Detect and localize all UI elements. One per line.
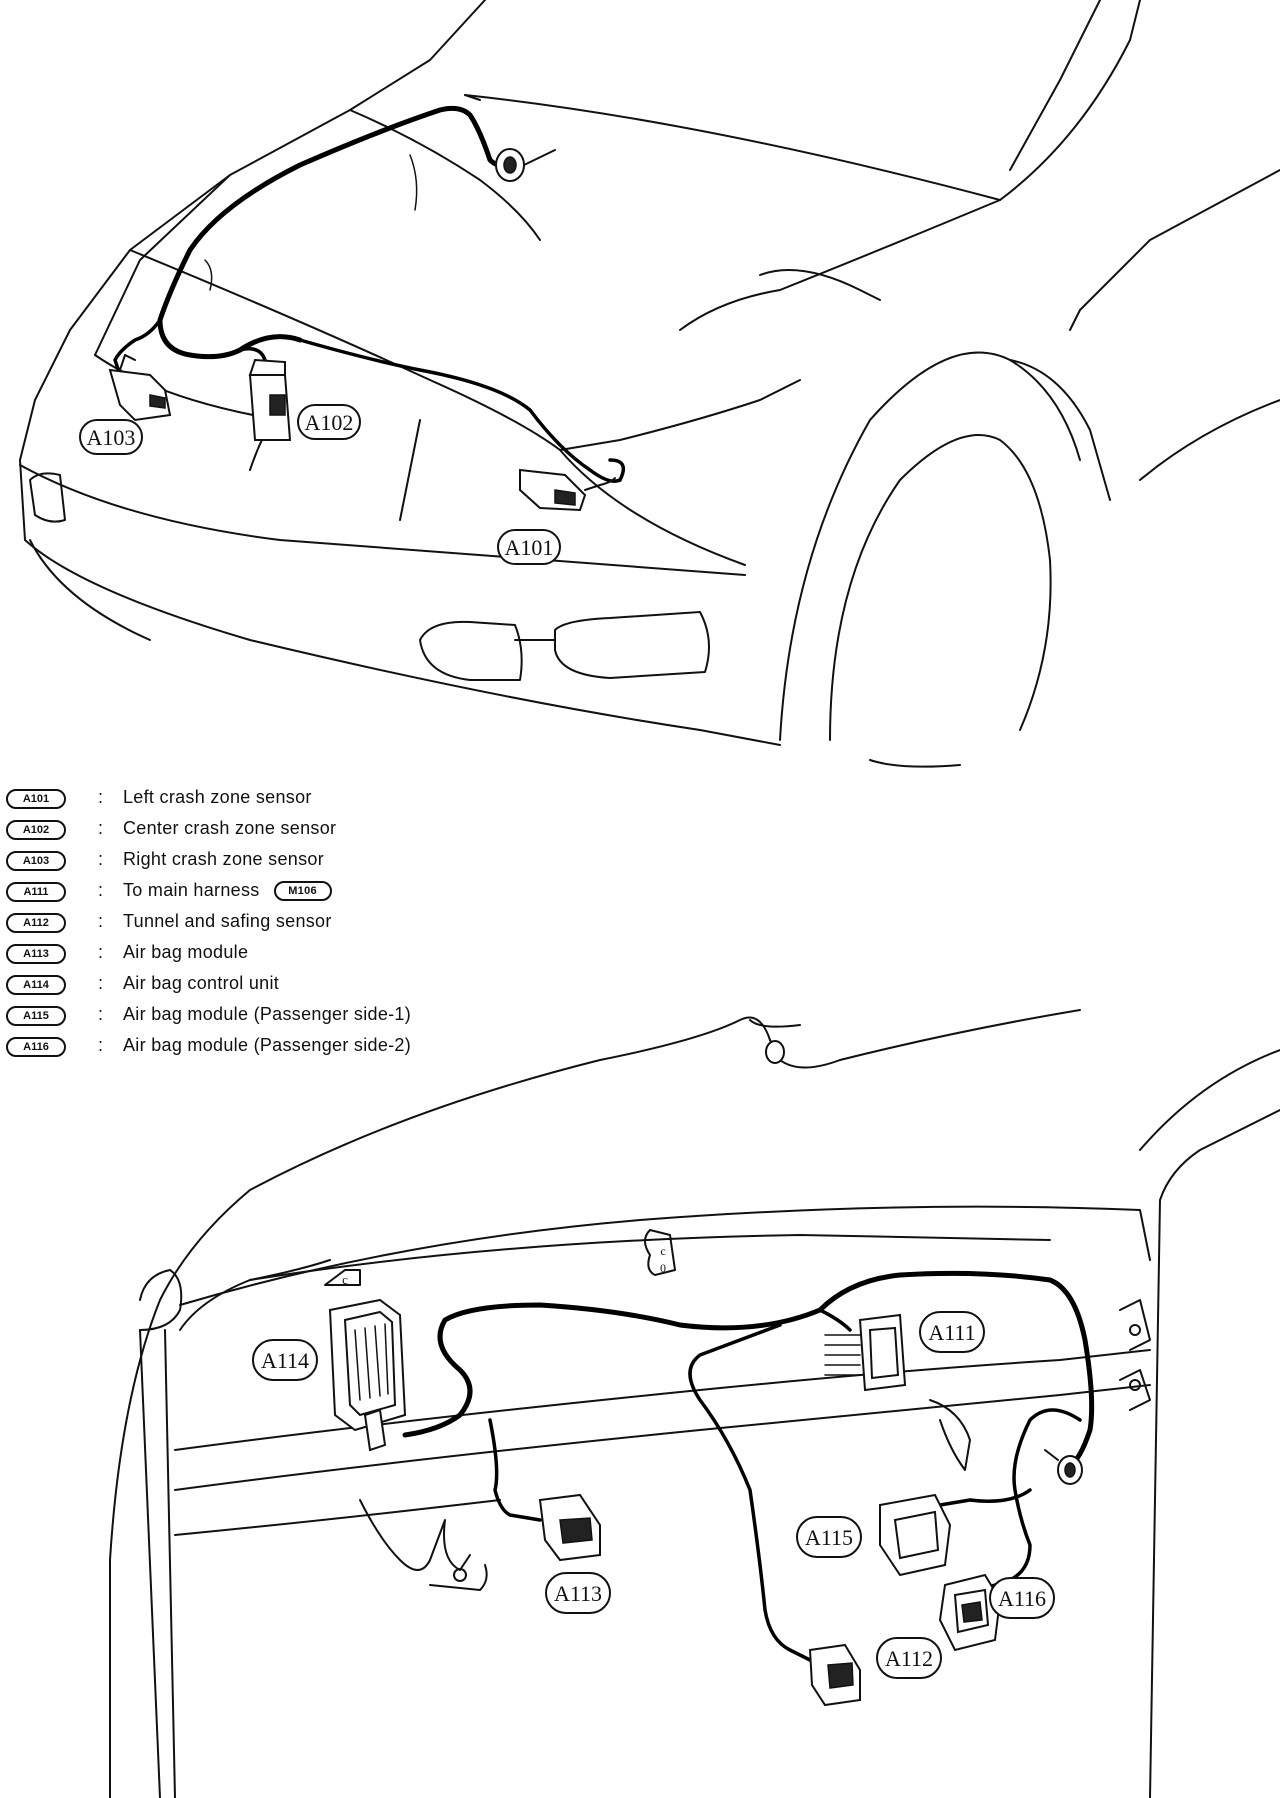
legend-description: Left crash zone sensor bbox=[123, 787, 312, 807]
left-crash-zone-sensor bbox=[519, 468, 616, 512]
legend-description-with-ref: To main harness M106 bbox=[123, 880, 332, 901]
air-bag-module-connector bbox=[538, 1493, 601, 1562]
firewall-grommet bbox=[1044, 1449, 1083, 1485]
legend-row: A113 : Air bag module bbox=[0, 940, 640, 970]
legend-row: A103 : Right crash zone sensor bbox=[0, 847, 640, 877]
legend-description: Air bag control unit bbox=[123, 973, 280, 993]
legend-row: A102 : Center crash zone sensor bbox=[0, 816, 640, 846]
legend-row: A116 : Air bag module (Passenger side-2) bbox=[0, 1033, 640, 1063]
legend-separator: : bbox=[98, 880, 104, 900]
legend-row: A115 : Air bag module (Passenger side-1) bbox=[0, 1002, 640, 1032]
legend-separator: : bbox=[98, 787, 104, 807]
vehicle-front-body bbox=[19, 0, 1280, 768]
svg-text:c: c bbox=[660, 1244, 665, 1258]
legend-separator: : bbox=[98, 849, 104, 869]
dashboard-harness bbox=[402, 1270, 1095, 1662]
legend-separator: : bbox=[98, 1004, 104, 1024]
legend-row: A114 : Air bag control unit bbox=[0, 971, 640, 1001]
legend-separator: : bbox=[98, 973, 104, 993]
harness-clip-mark: c 0 bbox=[644, 1229, 676, 1276]
svg-text:A116: A116 bbox=[998, 1586, 1046, 1611]
callout-a113: A113 bbox=[545, 1572, 611, 1614]
legend-code: A101 bbox=[6, 789, 66, 809]
front-harness bbox=[113, 105, 626, 483]
legend-separator: : bbox=[98, 1035, 104, 1055]
legend-code: A116 bbox=[6, 1037, 66, 1057]
legend-code: A113 bbox=[6, 944, 66, 964]
legend-code: A114 bbox=[6, 975, 66, 995]
tunnel-safing-sensor-connector bbox=[808, 1643, 861, 1707]
legend-separator: : bbox=[98, 911, 104, 931]
legend-row: A101 : Left crash zone sensor bbox=[0, 785, 640, 815]
legend-ref-code: M106 bbox=[273, 881, 332, 901]
legend-description: Center crash zone sensor bbox=[123, 818, 337, 838]
right-crash-zone-sensor bbox=[108, 354, 172, 422]
callout-a115: A115 bbox=[796, 1516, 862, 1558]
svg-text:c: c bbox=[342, 1272, 348, 1287]
svg-text:0: 0 bbox=[660, 1261, 666, 1275]
main-harness-connector bbox=[824, 1313, 907, 1392]
legend-code: A103 bbox=[6, 851, 66, 871]
callout-a112: A112 bbox=[876, 1637, 942, 1679]
svg-text:A112: A112 bbox=[885, 1646, 933, 1671]
air-bag-control-unit bbox=[328, 1298, 407, 1452]
legend-description: Air bag module (Passenger side-2) bbox=[123, 1035, 412, 1055]
center-crash-zone-sensor bbox=[248, 358, 292, 441]
passenger-air-bag-module-connector-1 bbox=[879, 1493, 952, 1577]
svg-text:A111: A111 bbox=[928, 1320, 975, 1345]
dashboard-body bbox=[109, 1009, 1280, 1798]
legend-row: A112 : Tunnel and safing sensor bbox=[0, 909, 640, 939]
legend-code: A111 bbox=[6, 882, 66, 902]
passenger-air-bag-module-connector-2 bbox=[938, 1573, 1002, 1652]
legend-separator: : bbox=[98, 818, 104, 838]
harness-clip-mark: c bbox=[324, 1269, 361, 1287]
callout-a102: A102 bbox=[297, 404, 361, 440]
callout-a103: A103 bbox=[79, 419, 143, 455]
legend-separator: : bbox=[98, 942, 104, 962]
legend-description: Air bag module (Passenger side-1) bbox=[123, 1004, 412, 1024]
legend-row: A111 : To main harness M106 bbox=[0, 878, 640, 908]
svg-text:A113: A113 bbox=[554, 1581, 602, 1606]
legend-code: A112 bbox=[6, 913, 66, 933]
legend-description: Tunnel and safing sensor bbox=[123, 911, 332, 931]
callout-a101: A101 bbox=[497, 529, 561, 565]
svg-text:A102: A102 bbox=[305, 410, 354, 435]
callout-a114: A114 bbox=[252, 1339, 318, 1381]
legend-description: Air bag module bbox=[123, 942, 249, 962]
legend-code: A102 bbox=[6, 820, 66, 840]
svg-text:A103: A103 bbox=[87, 425, 136, 450]
svg-text:A114: A114 bbox=[261, 1348, 309, 1373]
legend-description: Right crash zone sensor bbox=[123, 849, 324, 869]
front-harness-diagram: A103 A102 A101 bbox=[19, 0, 1280, 768]
callout-a111: A111 bbox=[919, 1311, 985, 1353]
svg-text:A101: A101 bbox=[505, 535, 554, 560]
firewall-grommet bbox=[495, 148, 556, 182]
legend-description: To main harness bbox=[123, 880, 260, 900]
svg-text:A115: A115 bbox=[805, 1525, 853, 1550]
callout-a116: A116 bbox=[989, 1577, 1055, 1619]
legend-code: A115 bbox=[6, 1006, 66, 1026]
